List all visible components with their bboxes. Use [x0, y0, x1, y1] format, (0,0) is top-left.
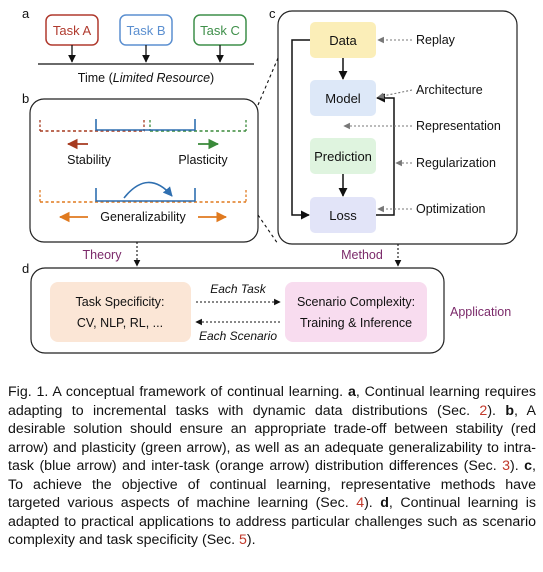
scenario-complexity-box: Scenario Complexity: Training & Inferenc…	[285, 282, 427, 342]
each-task-label: Each Task	[210, 282, 267, 296]
node-loss: Loss	[310, 197, 376, 233]
aspect-regularization: Regularization	[416, 156, 496, 170]
intra-task-arrow	[123, 181, 173, 199]
node-data-label: Data	[329, 33, 357, 48]
task-c-label: Task C	[200, 23, 240, 38]
task-specificity-items: CV, NLP, RL, ...	[77, 316, 163, 330]
scenario-complexity-title: Scenario Complexity:	[297, 295, 415, 309]
node-model: Model	[310, 80, 376, 116]
aspect-replay: Replay	[416, 33, 456, 47]
stability-label: Stability	[67, 153, 112, 167]
node-loss-label: Loss	[329, 208, 357, 223]
time-axis-label: Time (Limited Resource)	[78, 71, 214, 85]
panel-b-frame	[29, 98, 259, 243]
task-b: Task B	[119, 14, 173, 46]
task-b-label: Task B	[126, 23, 165, 38]
node-prediction: Prediction	[310, 138, 376, 174]
panel-a-letter: a	[22, 6, 30, 21]
panel-b-letter: b	[22, 91, 29, 106]
zoom-line-top	[257, 57, 279, 106]
panel-d-frame	[30, 267, 445, 354]
aspect-architecture: Architecture	[416, 83, 483, 97]
data-to-loss-arrow	[291, 39, 310, 220]
node-prediction-label: Prediction	[314, 149, 372, 164]
method-label: Method	[341, 248, 383, 262]
task-a-label: Task A	[53, 23, 92, 38]
section-ref-4[interactable]: 4	[356, 495, 365, 511]
framework-diagram: a Task A Task B Task C Time (Limited Res…	[22, 6, 518, 354]
panel-c-letter: c	[269, 6, 276, 21]
application-label: Application	[450, 305, 511, 319]
task-a: Task A	[45, 14, 99, 46]
plasticity-label: Plasticity	[178, 153, 228, 167]
loss-to-model-arrow	[376, 93, 395, 216]
task-c: Task C	[193, 14, 247, 46]
section-ref-2[interactable]: 2	[479, 402, 488, 419]
scenario-complexity-items: Training & Inference	[300, 316, 412, 330]
aspect-representation: Representation	[416, 119, 501, 133]
intra-task-bracket-bottom	[95, 188, 196, 202]
task-specificity-title: Task Specificity:	[76, 295, 165, 309]
figure-caption: Fig. 1. A conceptual framework of contin…	[8, 384, 537, 548]
section-ref-5[interactable]: 5	[239, 532, 247, 548]
intra-task-bracket-top	[95, 119, 196, 131]
generalizability-label: Generalizability	[100, 210, 186, 224]
each-scenario-label: Each Scenario	[199, 329, 277, 343]
panel-d-letter: d	[22, 261, 29, 276]
aspect-optimization: Optimization	[416, 202, 486, 216]
section-ref-3[interactable]: 3	[502, 458, 511, 474]
node-data: Data	[310, 22, 376, 58]
theory-label: Theory	[83, 248, 123, 262]
node-model-label: Model	[325, 91, 361, 106]
zoom-line-bottom	[257, 214, 279, 245]
task-specificity-box: Task Specificity: CV, NLP, RL, ...	[50, 282, 191, 342]
